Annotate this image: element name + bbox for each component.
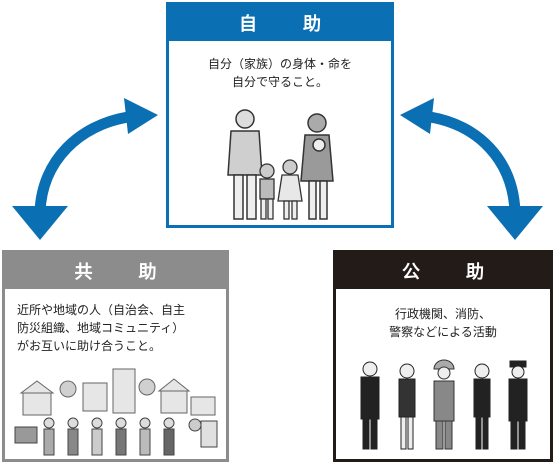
official-2	[398, 363, 416, 450]
kyojo-description: 近所や地域の人（自治会、自主 防災組織、地域コミュニティ） がお互いに助け合うこ…	[17, 301, 218, 355]
kojo-line-2: 警察などによる活動	[389, 325, 497, 339]
jijo-title: 自 助	[168, 4, 392, 41]
kojo-description: 行政機関、消防、 警察などによる活動	[336, 305, 550, 341]
arrowhead-to-jijo-left	[124, 98, 158, 134]
boy-figure	[259, 163, 275, 220]
jijo-line-2: 自分で守ること。	[231, 75, 328, 89]
girl-figure	[277, 159, 303, 220]
left-double-arrow	[12, 98, 158, 240]
kojo-line-1: 行政機関、消防、	[394, 307, 491, 321]
official-1	[360, 361, 380, 450]
police-officer	[508, 360, 528, 450]
kyojo-line-1: 近所や地域の人（自治会、自主	[17, 303, 186, 317]
kojo-panel: 公 助 行政機関、消防、 警察などによる活動	[333, 250, 553, 462]
kyojo-line-3: がお互いに助け合うこと。	[17, 339, 162, 353]
arrowhead-to-jijo-right	[400, 98, 434, 134]
kyojo-panel: 共 助 近所や地域の人（自治会、自主 防災組織、地域コミュニティ） がお互いに助…	[2, 250, 229, 462]
father-figure	[227, 109, 263, 220]
kyojo-line-2: 防災組織、地域コミュニティ）	[17, 321, 185, 335]
community-illustration	[14, 368, 218, 456]
townspeople	[14, 417, 218, 456]
official-3	[473, 363, 491, 450]
jijo-panel: 自 助 自分（家族）の身体・命を 自分で守ること。	[166, 2, 394, 228]
officials-illustration	[360, 359, 528, 450]
town-background	[19, 368, 216, 416]
firefighter	[433, 359, 455, 450]
kojo-title: 公 助	[335, 252, 551, 289]
kyojo-title: 共 助	[4, 252, 227, 289]
arrowhead-to-kyojo	[12, 206, 68, 240]
mother-figure	[300, 113, 334, 220]
arrowhead-to-kojo	[487, 206, 543, 240]
jijo-description: 自分（家族）の身体・命を 自分で守ること。	[169, 55, 391, 91]
family-illustration	[227, 109, 334, 220]
right-double-arrow	[400, 98, 543, 240]
jijo-line-1: 自分（家族）の身体・命を	[207, 57, 352, 71]
